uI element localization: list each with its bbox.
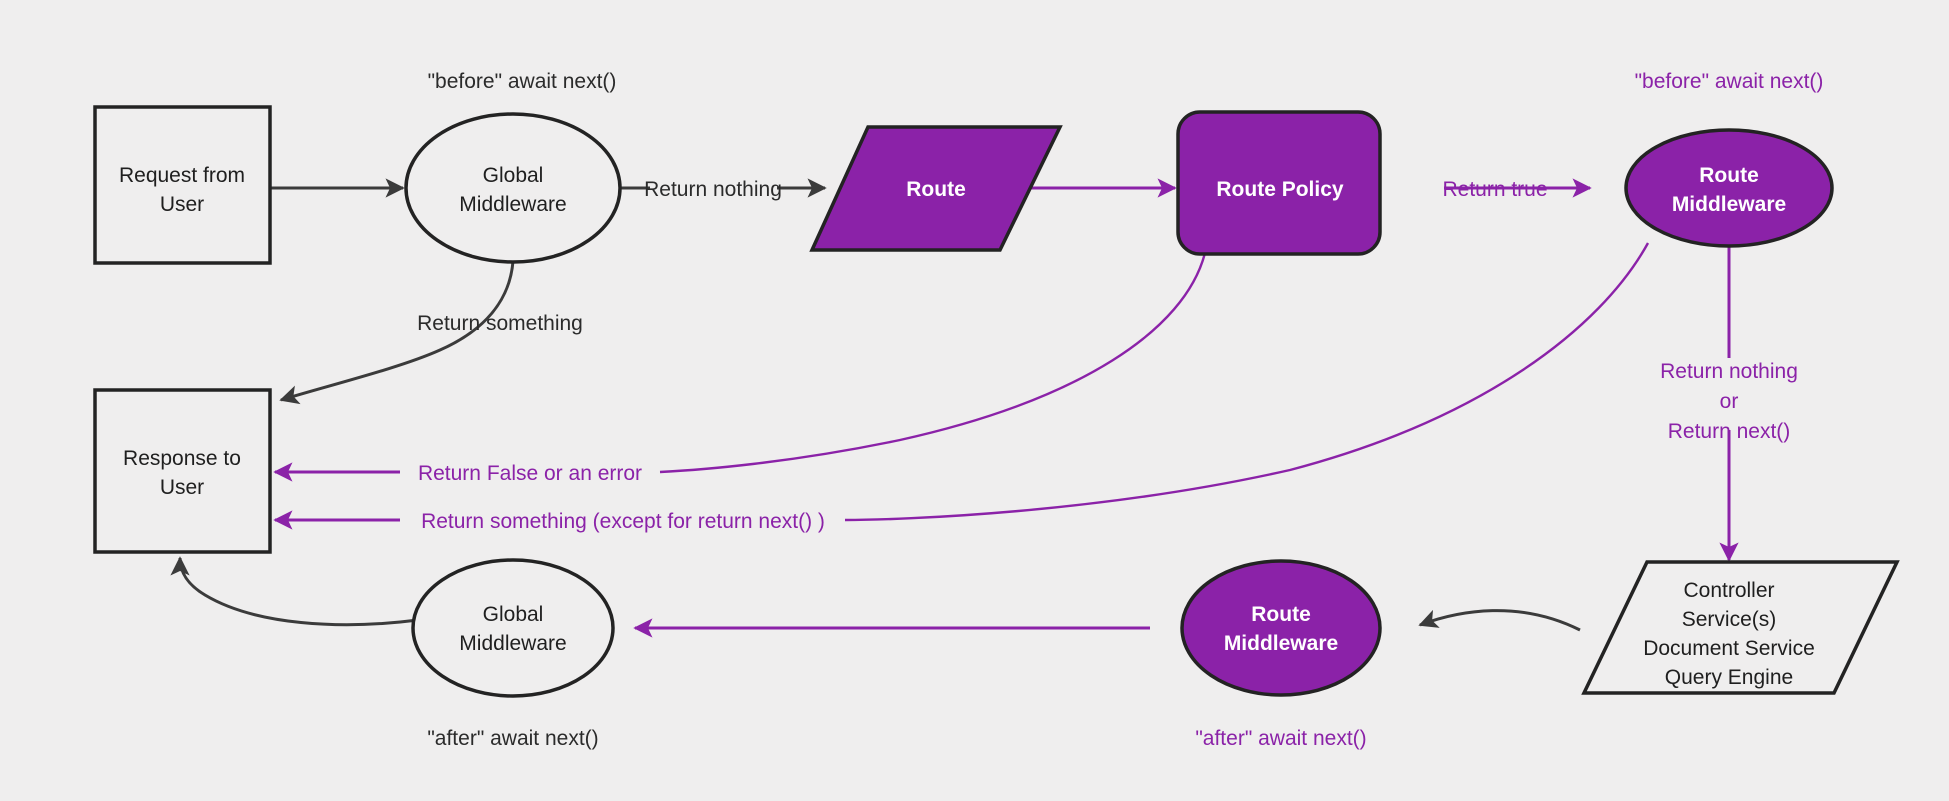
node-route[interactable]: Route [809,125,1063,252]
response-to-user-box [93,388,272,554]
response-to-user-label-line1: Response to [123,447,241,470]
route-middleware-after-ellipse [1180,559,1382,697]
global-middleware-before-ellipse [404,112,622,264]
edge-global-middleware-after-to-response [170,556,419,627]
node-route-policy[interactable]: Route Policy [1176,110,1382,256]
global-middleware-after-ellipse [411,558,615,698]
route-label: Route [906,178,966,201]
route-middleware-after-label-line2: Middleware [1224,632,1338,655]
annotation-return-something-global: Return something [417,312,583,335]
controller-label-line1: Controller [1683,579,1774,602]
request-from-user-label-line2: User [160,193,204,216]
node-request-from-user[interactable]: Request from User [93,105,272,265]
route-parallelogram [809,125,1063,252]
edge-label-return-next-line: Return next() [1668,420,1791,443]
edge-label-return-nothing: Return nothing [644,178,782,201]
route-middleware-before-label-line1: Route [1699,164,1759,187]
edge-label-return-nothing-line: Return nothing [1660,360,1798,383]
edge-label-return-something-except-next: Return something (except for return next… [421,510,825,533]
node-controller-services[interactable]: Controller Service(s) Document Service Q… [1581,560,1900,695]
controller-parallelogram [1581,560,1900,695]
global-middleware-before-label-line2: Middleware [459,193,566,216]
annotation-after-await-next-global: "after" await next() [427,727,598,750]
node-global-middleware-before[interactable]: Global Middleware [404,112,622,264]
node-route-middleware-before[interactable]: Route Middleware [1624,128,1834,248]
request-from-user-box [93,105,272,265]
node-route-middleware-after[interactable]: Route Middleware [1180,559,1382,697]
controller-label-line3: Document Service [1643,637,1815,660]
node-response-to-user[interactable]: Response to User [93,388,272,554]
response-to-user-label-line2: User [160,476,204,499]
edge-route-policy-return-false-curve [659,252,1207,474]
annotation-before-await-next-global: "before" await next() [428,70,617,93]
request-from-user-label-line1: Request from [119,164,245,187]
global-middleware-before-label-line1: Global [483,164,544,187]
annotation-before-await-next-route: "before" await next() [1635,70,1824,93]
node-global-middleware-after[interactable]: Global Middleware [411,558,615,698]
route-middleware-before-ellipse [1624,128,1834,248]
controller-label-line4: Query Engine [1665,666,1793,689]
edge-global-middleware-to-response [279,260,515,405]
controller-label-line2: Service(s) [1682,608,1777,631]
edge-label-return-true: Return true [1442,178,1547,201]
edge-label-or-line: or [1720,390,1739,413]
route-middleware-before-label-line2: Middleware [1672,193,1786,216]
edge-label-return-false-or-error: Return False or an error [418,462,642,485]
route-policy-box [1176,110,1382,256]
annotation-after-await-next-route: "after" await next() [1195,727,1366,750]
route-policy-label: Route Policy [1216,178,1344,201]
global-middleware-after-label-line2: Middleware [459,632,566,655]
edge-controller-to-route-middleware-after [1418,609,1581,632]
global-middleware-after-label-line1: Global [483,603,544,626]
edge-route-middleware-return-something-curve [844,242,1650,522]
route-middleware-after-label-line1: Route [1251,603,1311,626]
